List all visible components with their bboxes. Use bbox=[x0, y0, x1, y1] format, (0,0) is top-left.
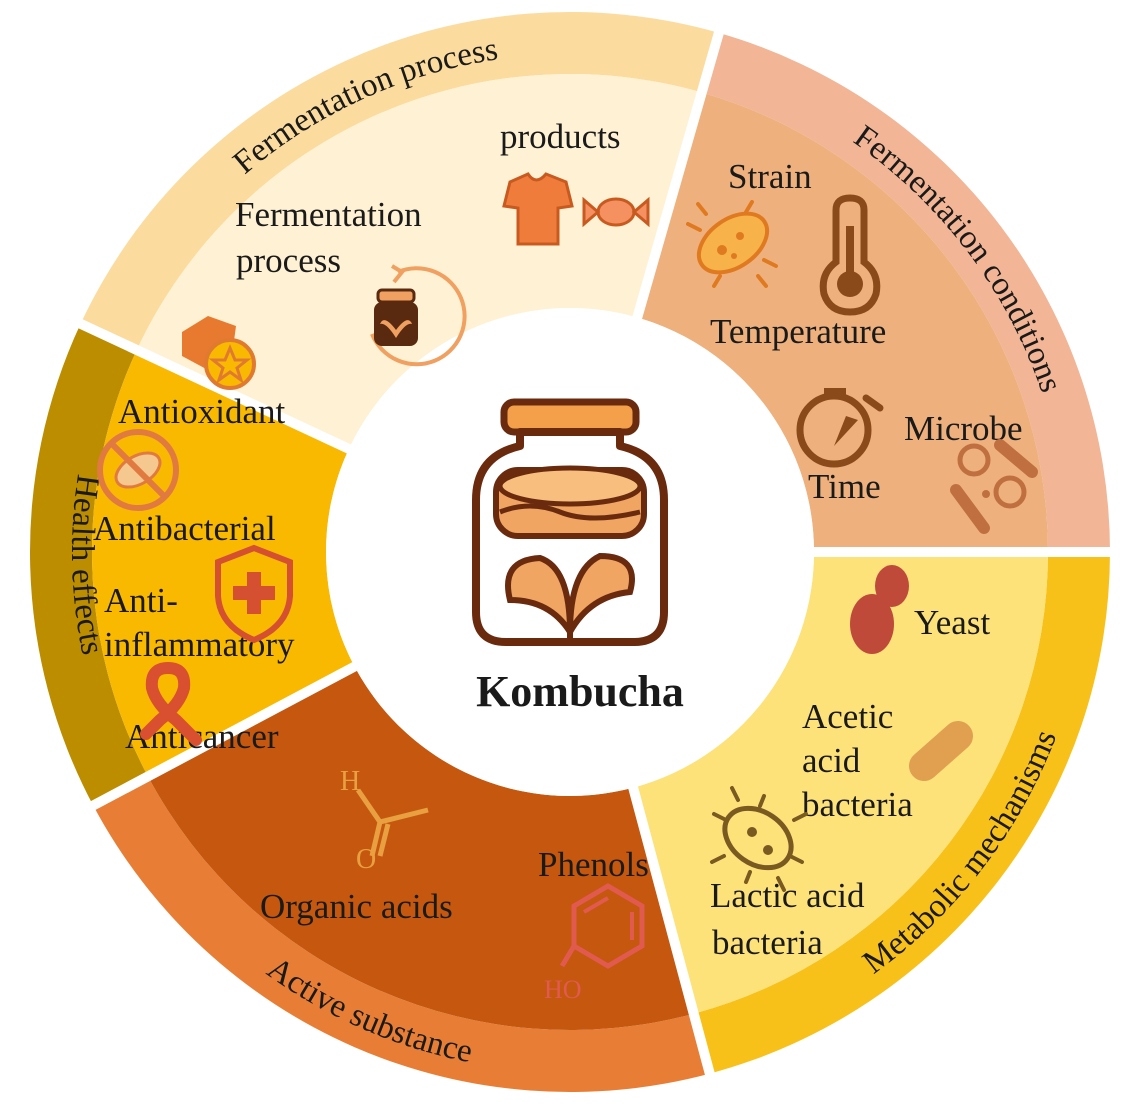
acetic-line-3: bacteria bbox=[802, 785, 913, 824]
antioxidant-label: Antioxidant bbox=[118, 392, 285, 431]
separator-active-substance bbox=[627, 784, 716, 1079]
aldehyde-o-label: O bbox=[356, 844, 376, 875]
stopwatch-icon bbox=[796, 388, 884, 468]
metabolic-mechanisms-inner-area bbox=[633, 552, 1048, 1014]
yeast-icon bbox=[850, 565, 909, 654]
anti-inflammatory-line-1: Anti- bbox=[104, 581, 178, 620]
phenols-label: Phenols bbox=[538, 845, 649, 884]
separator-fermentation-process bbox=[74, 317, 353, 455]
jar-icon bbox=[472, 398, 668, 646]
bacteria-icon bbox=[686, 200, 778, 288]
tshirt-icon bbox=[502, 172, 574, 246]
segments bbox=[29, 11, 1110, 1092]
phenol-ho-label: HO bbox=[544, 975, 582, 1004]
temperature-label: Temperature bbox=[710, 312, 886, 351]
aldehyde-h-label: H bbox=[340, 766, 360, 797]
aldehyde-icon: H O bbox=[340, 766, 429, 875]
acetic-line-1: Acetic bbox=[802, 697, 893, 736]
antioxidant-icon bbox=[182, 316, 256, 390]
metabolic-mechanisms-outer-ring bbox=[693, 552, 1110, 1074]
strain-label: Strain bbox=[728, 157, 812, 196]
health-effects-outer-ring bbox=[29, 323, 148, 806]
center-title: Kombucha bbox=[476, 667, 684, 716]
products-label: products bbox=[500, 117, 621, 156]
no-bacteria-icon bbox=[97, 429, 179, 511]
rod-bacteria-icon bbox=[909, 721, 973, 781]
thermometer-icon bbox=[819, 194, 881, 316]
fermentation-conditions-inner-area bbox=[637, 92, 1048, 552]
shield-cross-icon bbox=[215, 544, 293, 644]
fermentation-conditions-outer-ring bbox=[701, 32, 1110, 552]
lactic-line-1: Lactic acid bbox=[710, 876, 865, 915]
candy-icon bbox=[582, 196, 650, 228]
lactic-bacteria-icon bbox=[710, 786, 808, 892]
active-substance-outer-ring bbox=[93, 776, 710, 1092]
lactic-line-2: bacteria bbox=[712, 923, 823, 962]
active-substance-inner-area bbox=[147, 666, 694, 1030]
time-label: Time bbox=[808, 467, 881, 506]
fermentation-process-line-2: process bbox=[236, 241, 341, 280]
acetic-line-2: acid bbox=[802, 741, 861, 780]
separator-health-effects bbox=[87, 661, 359, 812]
fermentation-process-line-1: Fermentation bbox=[235, 195, 422, 234]
organic-acids-label: Organic acids bbox=[260, 887, 453, 926]
yeast-label: Yeast bbox=[914, 603, 990, 642]
ribbon-icon bbox=[140, 662, 202, 746]
antibacterial-label: Antibacterial bbox=[93, 509, 276, 548]
phenol-icon: HO bbox=[544, 883, 645, 1004]
separator-fermentation-conditions bbox=[631, 27, 725, 321]
segment-separators bbox=[74, 27, 1114, 1079]
microbe-icon bbox=[950, 439, 1038, 534]
fermentation-process-outer-ring bbox=[80, 11, 719, 350]
fermentation-process-inner-area bbox=[136, 74, 702, 449]
fermentation-jar-icon bbox=[370, 264, 467, 367]
